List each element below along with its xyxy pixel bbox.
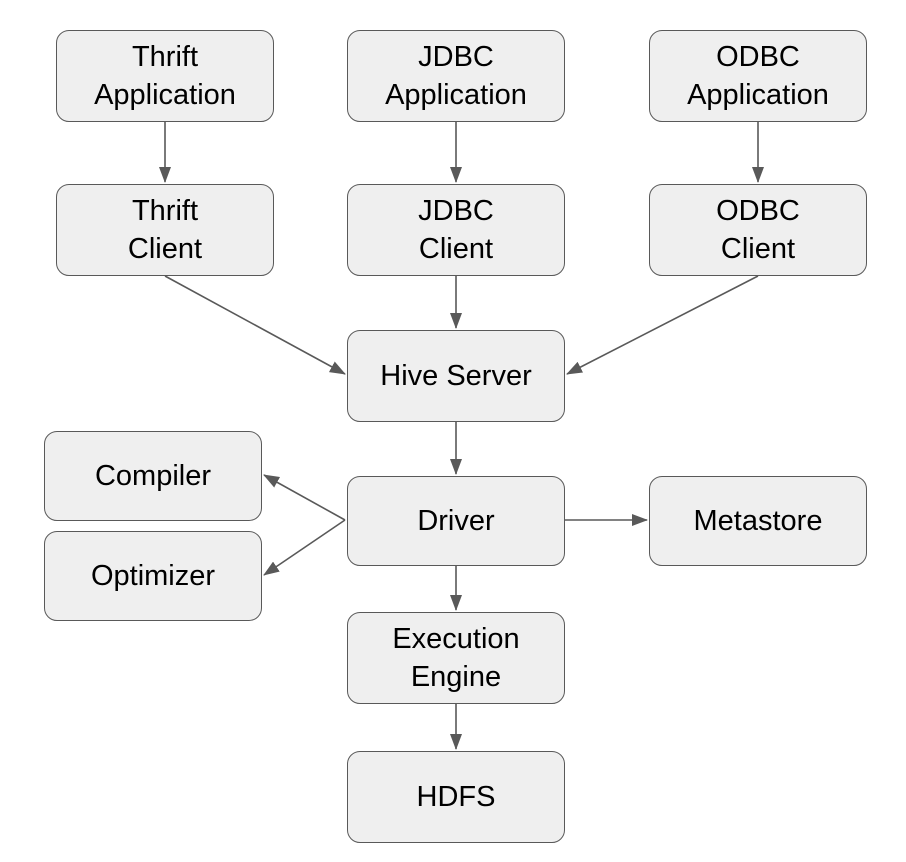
hdfs-node: HDFS: [347, 751, 565, 843]
metastore-label: Metastore: [693, 505, 823, 537]
jdbc-application-node: JDBC Application: [347, 30, 565, 122]
driver-node: Driver: [347, 476, 565, 566]
jdbc-application-label: JDBC Application: [385, 41, 527, 111]
odbc-application-node: ODBC Application: [649, 30, 867, 122]
execution-engine-node: Execution Engine: [347, 612, 565, 704]
driver-label: Driver: [417, 505, 495, 537]
hdfs-label: HDFS: [416, 781, 496, 813]
edge-driver-to-optimizer: [263, 519, 346, 576]
odbc-application-label: ODBC Application: [687, 41, 829, 111]
edge-driver-to-compiler: [263, 474, 346, 521]
odbc-client-label: ODBC Client: [716, 195, 800, 265]
edge-thrift-client-to-hive-server: [164, 275, 346, 375]
thrift-client-node: Thrift Client: [56, 184, 274, 276]
jdbc-client-label: JDBC Client: [418, 195, 494, 265]
compiler-node: Compiler: [44, 431, 262, 521]
execution-engine-label: Execution Engine: [392, 623, 520, 693]
optimizer-label: Optimizer: [90, 560, 216, 592]
odbc-client-node: ODBC Client: [649, 184, 867, 276]
hive-server-label: Hive Server: [380, 360, 532, 392]
optimizer-node: Optimizer: [44, 531, 262, 621]
edge-odbc-client-to-hive-server: [566, 275, 759, 375]
jdbc-client-node: JDBC Client: [347, 184, 565, 276]
compiler-label: Compiler: [94, 460, 212, 492]
thrift-client-label: Thrift Client: [127, 195, 203, 265]
thrift-application-node: Thrift Application: [56, 30, 274, 122]
thrift-application-label: Thrift Application: [94, 41, 236, 111]
metastore-node: Metastore: [649, 476, 867, 566]
hive-server-node: Hive Server: [347, 330, 565, 422]
